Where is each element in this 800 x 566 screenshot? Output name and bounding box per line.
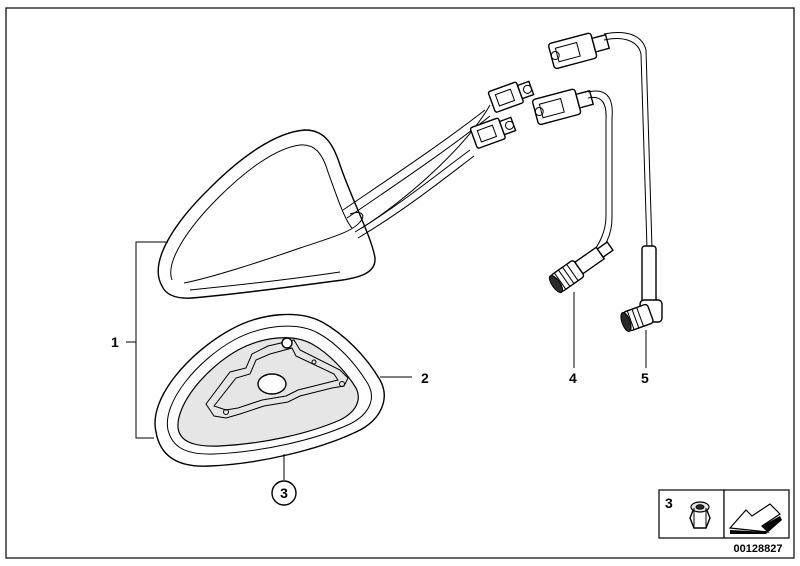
antenna-shark-fin bbox=[157, 129, 376, 299]
cable-end-4-connector bbox=[548, 241, 614, 294]
arrow-icon bbox=[728, 503, 782, 534]
diagram-frame bbox=[5, 7, 795, 559]
cable-end-5-connector bbox=[620, 245, 663, 332]
legend-item-number: 3 bbox=[665, 495, 673, 511]
connector-d bbox=[531, 88, 613, 259]
doc-id: 00128827 bbox=[734, 543, 783, 555]
callout-3: 3 bbox=[280, 485, 288, 501]
antenna-base-gasket bbox=[154, 313, 385, 467]
connector-c bbox=[547, 32, 653, 249]
callout-3-circle bbox=[271, 480, 297, 506]
callout-1: 1 bbox=[111, 334, 119, 350]
callout-leaders bbox=[126, 241, 647, 480]
hex-nut-icon bbox=[689, 501, 711, 529]
callout-2: 2 bbox=[421, 370, 429, 386]
connector-a bbox=[487, 80, 535, 113]
callout-5: 5 bbox=[641, 370, 649, 386]
callout-4: 4 bbox=[569, 370, 577, 386]
connector-b bbox=[469, 116, 517, 149]
fin-cables bbox=[342, 104, 491, 239]
legend-box: 3 00128827 bbox=[658, 489, 790, 555]
